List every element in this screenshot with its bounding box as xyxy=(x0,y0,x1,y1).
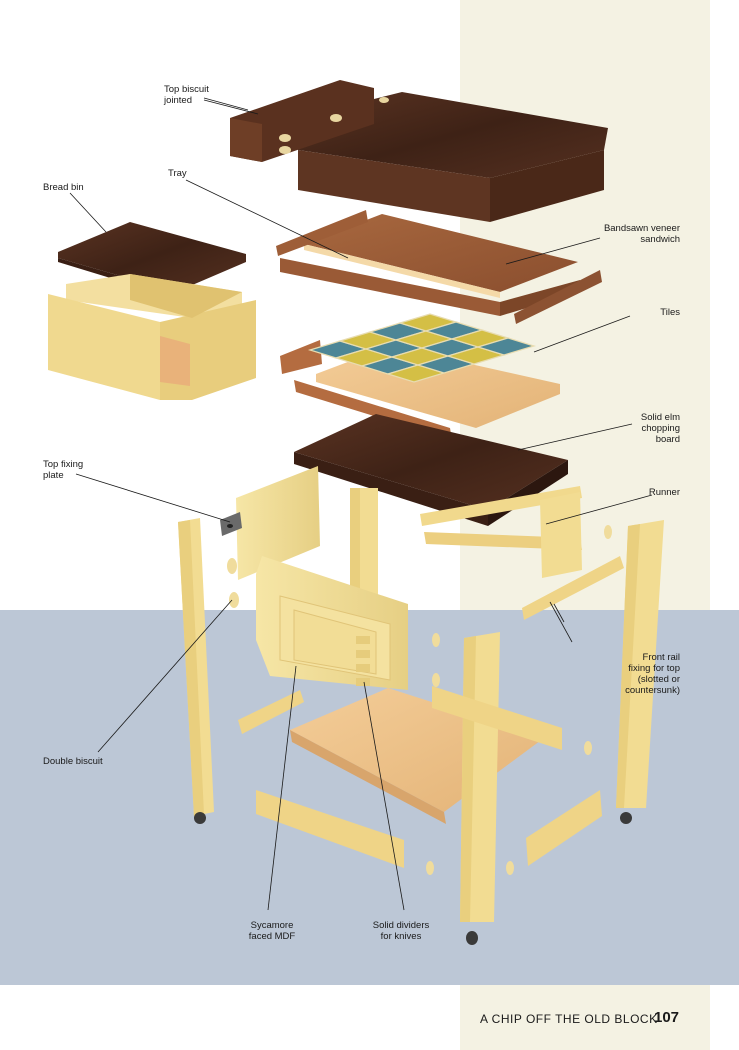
label-top-fixing-plate: Top fixing plate xyxy=(43,459,84,481)
label-tiles: Tiles xyxy=(660,307,680,318)
top-block xyxy=(230,80,608,222)
leader-lines xyxy=(69,97,653,911)
carcass xyxy=(178,466,664,945)
tray xyxy=(276,210,602,324)
label-front-rail: Front rail fixing for top (slotted or co… xyxy=(625,652,680,696)
label-double-biscuit: Double biscuit xyxy=(43,756,103,767)
footer-title: A CHIP OFF THE OLD BLOCK xyxy=(480,1012,658,1026)
label-solid-dividers: Solid dividers for knives xyxy=(372,920,430,942)
label-chopping-board: Solid elm chopping board xyxy=(640,412,680,445)
tile xyxy=(475,337,537,356)
label-top-biscuit: Top biscuit jointed xyxy=(164,84,209,106)
page-number: 107 xyxy=(654,1009,680,1026)
label-bread-bin: Bread bin xyxy=(43,182,84,193)
label-sycamore-mdf: Sycamore faced MDF xyxy=(248,920,296,942)
bread-bin xyxy=(48,222,256,400)
label-runner: Runner xyxy=(648,487,680,498)
label-tray: Tray xyxy=(168,168,187,179)
label-bandsawn-veneer: Bandsawn veneer sandwich xyxy=(603,223,680,245)
